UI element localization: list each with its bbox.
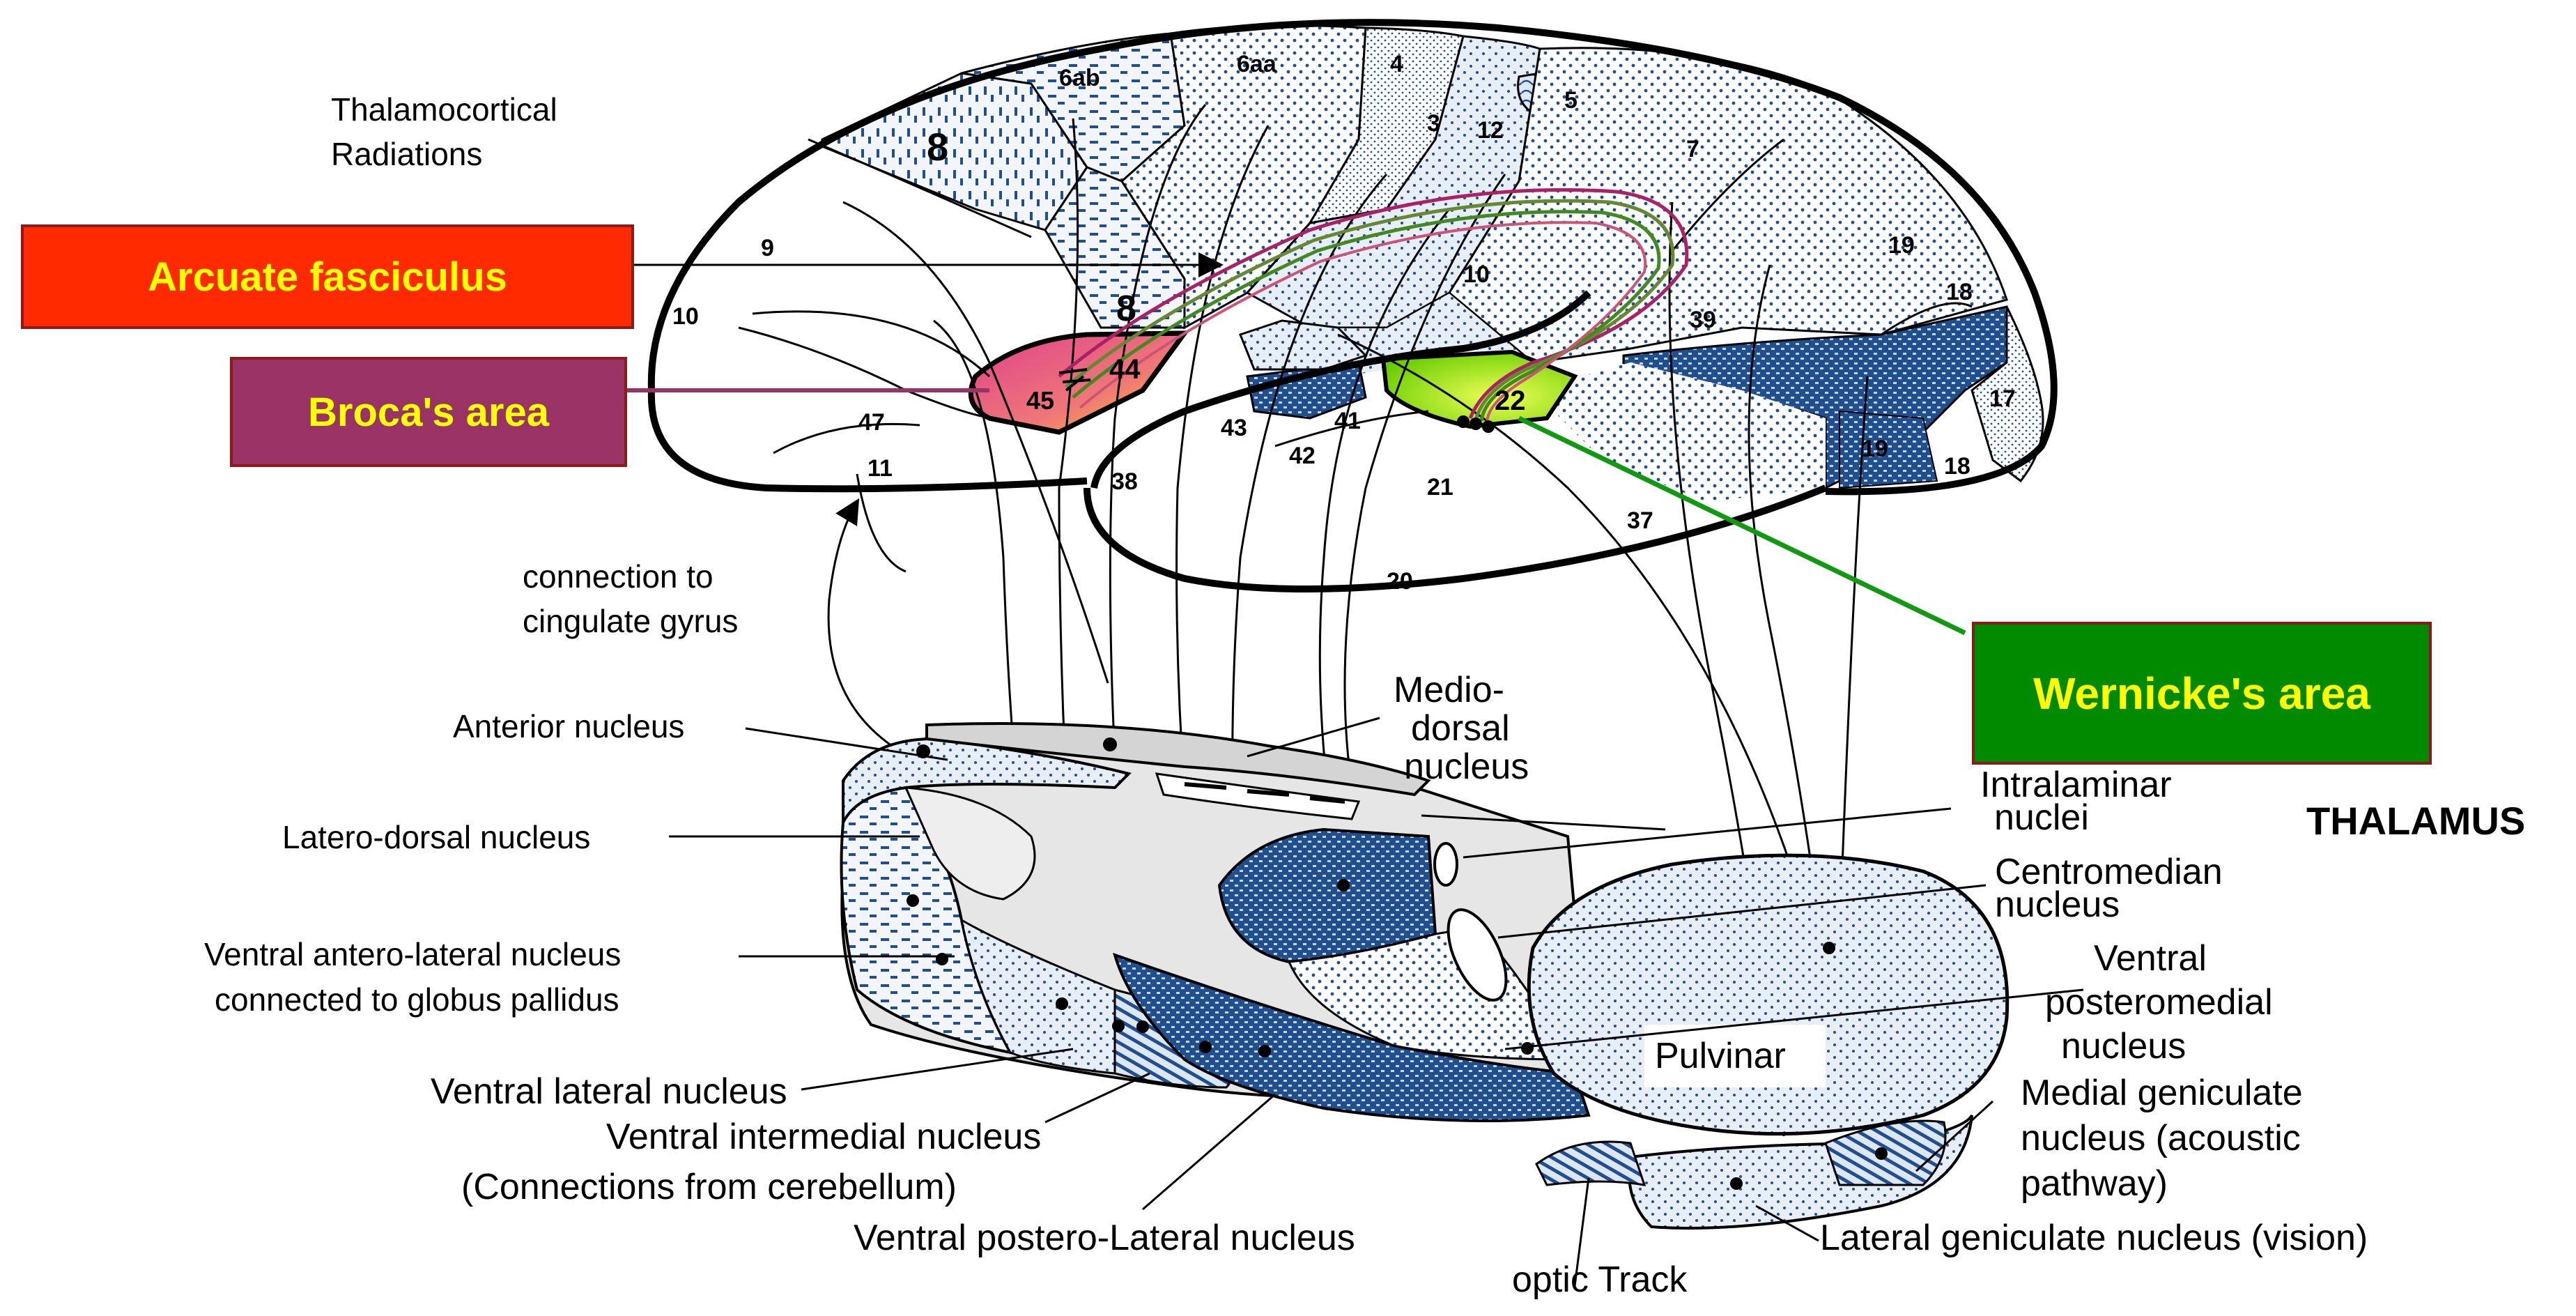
cortex-outlines [647,19,2058,592]
area-19-low-number: 19 [1862,436,1888,462]
centromedian-label-line1: Centromedian [1995,852,2223,892]
area-12-number: 12 [1477,117,1504,144]
arcuate-bundle [1058,188,1689,433]
ventral-postero-lateral-shape [1113,952,1591,1122]
area-45-number: 45 [1026,386,1054,415]
area-10-mid-number: 10 [1463,261,1490,288]
lamina-dashes [1184,782,1345,804]
optic-tract-shape [1535,1140,1646,1186]
pulvinar-label-bg [1644,1025,1826,1087]
centromedian-label-line2: nucleus [1995,885,2120,925]
area-3-number: 3 [1427,110,1440,137]
medial-geniculate-label-line2: nucleus (acoustic [2021,1118,2301,1158]
ventral-posteromedial-label-line1: Ventral [2094,938,2207,979]
area-19-low-region [1839,410,1938,489]
wernickes-area-text: Wernicke's area [2033,668,2370,719]
leader-lines [627,252,2084,1287]
gyrus-lines [738,138,1973,454]
thalamus-structure [827,498,2010,1230]
latero-dorsal-shape [904,786,1036,901]
anterior-nucleus-label: Anterior nucleus [453,708,684,744]
pulvinar-shape [1527,853,2010,1136]
area-43-number: 43 [1221,415,1247,441]
ventral-antero-lateral-label-line2: connected to globus pallidus [215,981,619,1018]
area-11-number: 11 [867,455,893,482]
area-21-number: 21 [1427,474,1453,500]
area-42-number: 42 [1289,443,1316,469]
area-17-region [1970,306,2044,483]
thalamus-label: THALAMUS [2306,799,2525,843]
area-8-low-number: 8 [1116,289,1136,329]
brocas-area-text: Broca's area [308,389,549,435]
temporal-outline [1083,484,1827,592]
area-5-number: 5 [1564,87,1578,114]
area-47-number: 47 [858,409,885,436]
area-37-number: 37 [1627,507,1653,534]
area-44-number: 44 [1109,354,1141,385]
mediodorsal-label-line3: nucleus [1404,747,1529,787]
broca-outline [968,330,1189,435]
area-18-low-number: 18 [1944,453,1970,480]
parietal-region [1448,47,2008,364]
area-9-number: 9 [761,235,774,261]
mediodorsal-label-line1: Medio- [1394,670,1504,710]
area-6aa-number: 6aa [1237,51,1277,77]
brain-outer-outline [647,19,2058,496]
area-41-number: 41 [1334,408,1361,434]
thalamocortical-label-line2: Radiations [331,136,482,172]
area-10-front-number: 10 [672,303,699,330]
area-19-top-number: 19 [1888,232,1915,259]
sylvian-fissure [1090,290,1591,489]
ventral-postero-lateral-label: Ventral postero-Lateral nucleus [854,1218,1355,1258]
area-20-number: 20 [1387,568,1413,595]
centromedian-shape [1447,908,1508,1002]
optic-track-label: optic Track [1512,1260,1688,1300]
mediodorsal-band [925,722,1431,797]
lateral-geniculate-label: Lateral geniculate nucleus (vision) [1820,1218,2368,1258]
brocas-area-box: Broca's area [230,357,627,467]
intralaminar-label-line1: Intralaminar [1980,765,2172,805]
arcuate-fasciculus-text: Arcuate fasciculus [148,254,507,300]
area-3-12-region [1245,35,1541,329]
intralaminar-label-line2: nuclei [1994,797,2089,838]
text-labels: Thalamocortical Radiations connection to… [204,91,2525,1300]
pulvinar-label: Pulvinar [1655,1036,1786,1076]
area-18-top-number: 18 [1946,279,1973,305]
intralaminar-shape [1433,842,1458,887]
ventral-lateral-label: Ventral lateral nucleus [431,1071,787,1112]
ventral-antero-lateral-label-line1: Ventral antero-lateral nucleus [204,936,621,972]
cingulate-label-line2: cingulate gyrus [523,603,738,639]
area-17-number: 17 [1989,385,2016,412]
area-4-number: 4 [1390,51,1403,77]
cingulate-label-line1: connection to [523,558,714,595]
ventral-posteromedial-label-line3: nucleus [2061,1026,2186,1066]
arcuate-fasciculus-box: Arcuate fasciculus [21,224,634,329]
cingulate-connection [827,498,893,747]
mediodorsal-label-line2: dorsal [1411,708,1510,749]
area-38-number: 38 [1111,468,1138,495]
temporal-dotted-region [1533,362,1826,502]
wernickes-area-box: Wernicke's area [1972,622,2432,765]
ventral-intermedial-label-line2: (Connections from cerebellum) [461,1167,957,1207]
area-numbers: 6ab 6aa 4 5 7 3 12 8 8 9 10 10 44 45 47 … [672,51,2016,595]
latero-dorsal-label: Latero-dorsal nucleus [282,819,590,855]
ventral-intermedial-label-line1: Ventral intermedial nucleus [606,1117,1041,1157]
area-6ab-number: 6ab [1059,65,1100,91]
area-39-number: 39 [1690,307,1716,333]
medial-geniculate-label-line3: pathway) [2021,1163,2168,1204]
area-8-top-number: 8 [927,125,948,169]
thalamocortical-label-line1: Thalamocortical [331,91,557,128]
medial-geniculate-label-line1: Medial geniculate [2021,1073,2303,1113]
ventral-posteromedial-label-line2: posteromedial [2045,982,2273,1023]
area-7-number: 7 [1686,136,1699,162]
cortex-areas [648,24,2044,588]
area-22-number: 22 [1495,385,1526,416]
